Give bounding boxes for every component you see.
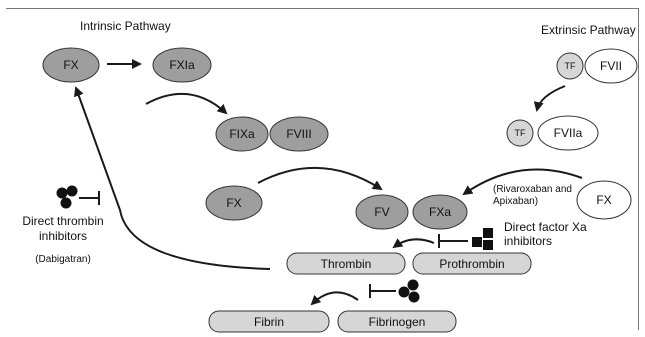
- arrow-fibrinogen-to-fibrin: [310, 291, 359, 306]
- node-fxia-label: FXIa: [169, 58, 195, 72]
- node-fibrin: Fibrin: [208, 310, 330, 333]
- node-tf-bottom: TF: [506, 119, 534, 147]
- node-thrombin-label: Thrombin: [321, 257, 372, 271]
- direct-xa-label-line1: Direct factor Xa: [504, 220, 587, 234]
- dabigatran-label: (Dabigatran): [35, 254, 91, 265]
- node-fxa: FXa: [412, 194, 468, 230]
- arrow-fx-to-fv: [257, 166, 383, 191]
- node-tf-bottom-label: TF: [515, 128, 526, 138]
- node-fviii-label: FVIII: [286, 127, 311, 141]
- node-fibrin-label: Fibrin: [254, 315, 284, 329]
- node-fx-middle-label: FX: [226, 196, 241, 210]
- node-tf-top: TF: [556, 52, 584, 80]
- thrombin-inhibitor-symbol: [56, 185, 78, 209]
- direct-xa-label-line2: inhibitors: [504, 234, 552, 248]
- node-fviia: FVIIa: [537, 115, 599, 151]
- arrow-fvii-to-fviia: [533, 85, 566, 112]
- extrinsic-pathway-title: Extrinsic Pathway: [541, 23, 636, 37]
- arrow-thrombin-feedback-to-fx: [74, 86, 271, 270]
- frame-right-border: [638, 8, 639, 330]
- node-fviii: FVIII: [269, 116, 329, 152]
- node-tf-top-label: TF: [565, 61, 576, 71]
- node-fibrinogen-label: Fibrinogen: [369, 315, 426, 329]
- node-fixa: FIXa: [215, 116, 269, 152]
- arrow-fxia-to-fixa: [145, 92, 228, 115]
- node-fx-extrinsic-label: FX: [596, 193, 611, 207]
- arrow-prothrombin-to-thrombin: [392, 238, 435, 249]
- node-fvii: FVII: [584, 48, 638, 84]
- node-fv: FV: [355, 194, 409, 230]
- node-fxia: FXIa: [152, 47, 212, 83]
- node-fvii-label: FVII: [600, 59, 622, 73]
- rivaroxaban-label-line1: (Rivaroxaban and: [493, 184, 572, 195]
- frame-top-border: [6, 8, 638, 9]
- node-fx-extrinsic: FX: [576, 180, 632, 220]
- direct-thrombin-label-line1: Direct thrombin: [22, 214, 103, 228]
- node-fx-intrinsic-label: FX: [63, 58, 78, 72]
- node-prothrombin: Prothrombin: [412, 252, 532, 275]
- arrow-fx-to-fxa: [462, 168, 583, 196]
- node-fx-middle: FX: [205, 185, 263, 221]
- node-thrombin: Thrombin: [286, 252, 406, 275]
- node-prothrombin-label: Prothrombin: [439, 257, 504, 271]
- node-fibrinogen: Fibrinogen: [337, 310, 457, 333]
- rivaroxaban-label-line2: Apixaban): [493, 196, 538, 207]
- fibrinogen-inhibitor-symbol: [398, 279, 420, 303]
- direct-thrombin-label-line2: inhibitors: [39, 229, 87, 243]
- factor-xa-inhibitor-symbol: [472, 228, 493, 250]
- node-fviia-label: FVIIa: [554, 126, 583, 140]
- intrinsic-pathway-title: Intrinsic Pathway: [80, 19, 171, 33]
- node-fxa-label: FXa: [429, 205, 451, 219]
- node-fixa-label: FIXa: [229, 127, 255, 141]
- node-fx-intrinsic: FX: [42, 47, 100, 83]
- node-fv-label: FV: [374, 205, 389, 219]
